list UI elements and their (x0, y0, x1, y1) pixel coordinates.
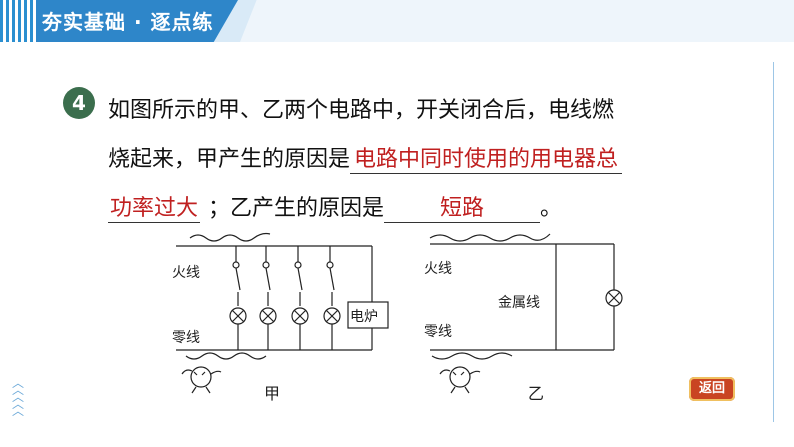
answer-1-part-2: 功率过大 (110, 196, 199, 221)
yi-neutral-wire-label: 零线 (424, 324, 452, 340)
chevron-decoration-icon: ︿︿︿︿︿ (12, 376, 25, 418)
banner-title-box (36, 0, 238, 42)
fire-scribble-top-jia (189, 232, 271, 242)
answer-1-part-1: 电路中同时使用的用电器总 (354, 147, 619, 172)
circuit-yi (429, 233, 623, 394)
stove-box (347, 301, 389, 329)
banner-stripes (0, 0, 36, 42)
answer-blank-1-continued: 功率过大 (108, 196, 201, 223)
yi-live-wire-label: 火线 (424, 261, 452, 277)
fire-scribble-bottom-yi (431, 352, 513, 360)
answer-blank-1: 电路中同时使用的用电器总 (350, 147, 623, 174)
header-banner: 夯实基础 · 逐点练 (0, 0, 794, 42)
metal-wire-label: 金属线 (498, 295, 540, 311)
page-title: 夯实基础 · 逐点练 (42, 10, 214, 34)
branch-4 (323, 246, 341, 350)
answer-blank-2: 短路 (384, 196, 541, 223)
jia-live-wire-label: 火线 (172, 265, 200, 281)
stove-label: 电炉 (350, 309, 378, 325)
back-button[interactable]: 返回 (689, 377, 735, 401)
question-line-1: 如图所示的甲、乙两个电路中，开关闭合后，电线燃 (108, 98, 615, 123)
question-line-3-end: 。 (540, 196, 563, 221)
branch-1 (229, 246, 247, 350)
question-line-3: 功率过大 ；乙产生的原因是 短路 。 (108, 190, 562, 223)
circuit-jia (176, 232, 389, 394)
yi-caption: 乙 (528, 384, 545, 403)
right-border-line (773, 62, 774, 422)
banner-tail-light (240, 0, 794, 42)
jia-caption: 甲 (264, 384, 281, 403)
question-line-2: 烧起来，甲产生的原因是电路中同时使用的用电器总 (108, 141, 623, 174)
fire-scribble-bottom-jia (185, 352, 267, 360)
answer-2: 短路 (440, 196, 485, 221)
branch-2 (259, 246, 277, 350)
question-line-2-prefix: 烧起来，甲产生的原因是 (108, 147, 351, 172)
running-figure-icon-jia (181, 366, 222, 394)
branch-3 (291, 246, 309, 350)
fire-scribble-top-yi (429, 233, 551, 242)
question-number-badge: 4 (63, 87, 95, 119)
jia-neutral-wire-label: 零线 (172, 330, 200, 346)
question-line-3-mid: ；乙产生的原因是 (208, 196, 385, 221)
running-figure-icon-yi (439, 366, 481, 394)
